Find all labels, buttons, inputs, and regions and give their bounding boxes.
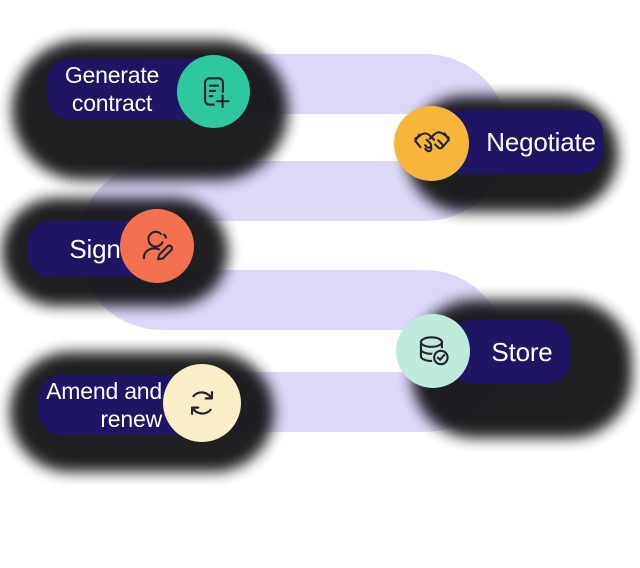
step-icon-circle-negotiate [394,106,469,181]
step-icon-circle-sign [120,209,194,283]
step-pill-store: Store [448,320,570,384]
step-label-generate-contract: Generate contract [64,62,160,116]
step-label-amend-renew: Amend and renew [46,378,162,432]
person-signature-icon [142,230,174,261]
step-icon-circle-amend [163,364,241,442]
step-label-store: Store [491,336,553,367]
refresh-cycle-icon [191,391,213,415]
step-icon-circle-store [396,314,470,388]
step-icon-circle-generate [177,55,250,128]
step-label-negotiate: Negotiate [486,126,596,157]
database-check-icon [419,336,451,367]
handshake-icon [413,130,450,152]
document-plus-icon [203,76,231,110]
step-label-sign: Sign [69,233,121,264]
